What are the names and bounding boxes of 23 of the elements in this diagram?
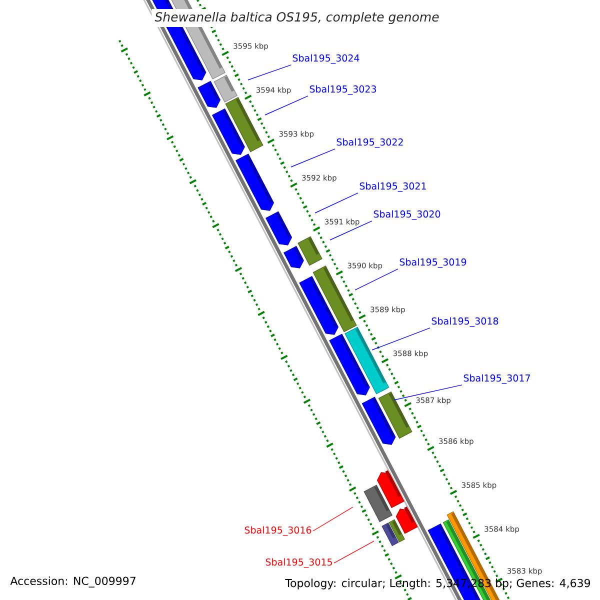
leader-line bbox=[248, 64, 292, 80]
genome-info: Topology: circular; Length: 5,347,283 bp; Genes: 4,639 bbox=[285, 578, 590, 590]
leader-line bbox=[314, 192, 358, 214]
leader-line bbox=[330, 220, 372, 240]
leader-line bbox=[354, 268, 398, 290]
gene-label: Sbal195_3024 bbox=[292, 54, 360, 64]
leader-line bbox=[312, 506, 354, 532]
gene-label: Sbal195_3020 bbox=[374, 210, 440, 220]
leader-line bbox=[264, 96, 308, 116]
gene-label: Sbal195_3018 bbox=[432, 317, 498, 327]
gene-label: Sbal195_3019 bbox=[400, 258, 466, 268]
title: Shewanella baltica OS195, complete genome bbox=[152, 8, 442, 28]
gene-label: Sbal195_3023 bbox=[310, 85, 376, 95]
gene-label: Sbal195_3022 bbox=[336, 138, 403, 148]
gene-label: Sbal195_3017 bbox=[464, 374, 530, 384]
leader-line bbox=[394, 384, 462, 400]
gene-label: Sbal195_3016 bbox=[244, 526, 312, 536]
gene-label: Sbal195_3021 bbox=[360, 182, 426, 192]
leader-line bbox=[290, 148, 336, 168]
leader-line bbox=[372, 328, 430, 350]
gene-label: Sbal195_3015 bbox=[266, 558, 332, 568]
accession-label: Accession: NC_009997 bbox=[10, 576, 136, 588]
leader-line bbox=[334, 540, 374, 564]
